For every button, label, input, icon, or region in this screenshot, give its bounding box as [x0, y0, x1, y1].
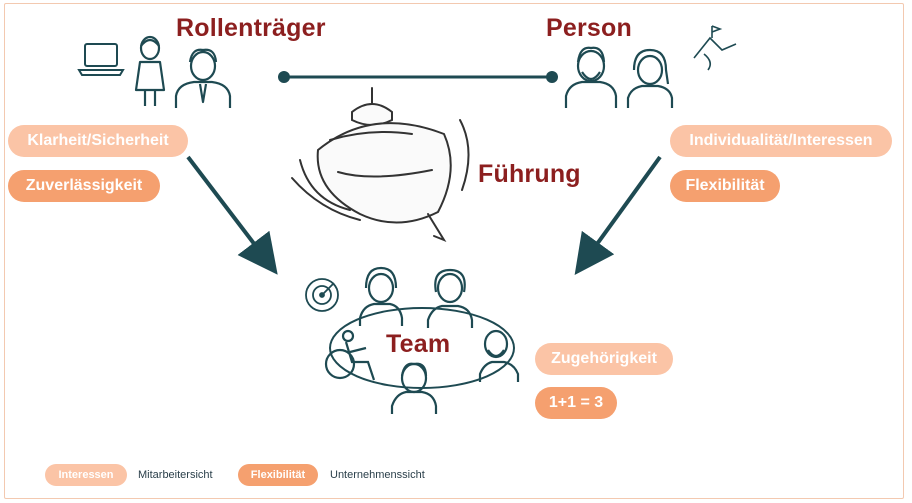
headset-woman-icon — [626, 48, 674, 108]
synergy-pill: 1+1 = 3 — [535, 387, 617, 419]
reliability-pill: Zuverlässigkeit — [8, 170, 160, 202]
legend-company-label: Unternehmenssicht — [330, 469, 425, 481]
legend-company-pill: Flexibilität — [238, 464, 318, 486]
team-member-bearded-icon — [478, 329, 520, 382]
businessman-icon — [174, 48, 232, 108]
team-member-woman-icon — [426, 268, 474, 328]
belonging-pill: Zugehörigkeit — [535, 343, 673, 375]
left-arrow — [186, 155, 278, 275]
legend-employee-label: Mitarbeitersicht — [138, 469, 213, 481]
spinning-top-icon — [291, 87, 470, 243]
connector-line — [278, 71, 558, 83]
woman-icon — [134, 35, 166, 106]
right-arrow — [574, 155, 662, 275]
bearded-man-icon — [564, 46, 618, 108]
mountain-flag-icon — [693, 25, 737, 71]
team-title: Team — [386, 330, 451, 358]
radar-icon — [305, 278, 339, 312]
role-holder-title: Rollenträger — [176, 14, 326, 42]
person-title: Person — [546, 14, 632, 42]
legend-employee-pill: Interessen — [45, 464, 127, 486]
leadership-title: Führung — [478, 160, 581, 188]
wheelchair-icon — [324, 329, 376, 381]
flexibility-pill: Flexibilität — [670, 170, 780, 202]
diagram-frame — [4, 3, 904, 499]
laptop-icon — [77, 43, 125, 76]
clarity-security-pill: Klarheit/Sicherheit — [8, 125, 188, 157]
individuality-interests-pill: Individualität/Interessen — [670, 125, 892, 157]
team-member-headset-icon — [358, 266, 404, 326]
team-member-man-icon — [390, 362, 438, 414]
